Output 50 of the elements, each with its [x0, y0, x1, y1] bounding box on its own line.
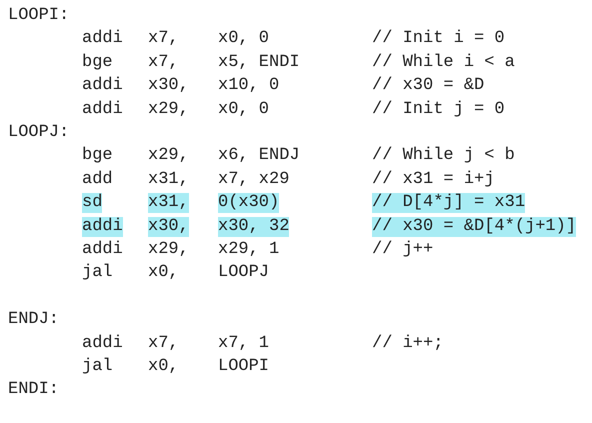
code-comment: // i++;: [372, 334, 444, 354]
register-operand: x0,: [148, 357, 179, 377]
code-label: ENDJ:: [8, 310, 60, 330]
opcode: add: [82, 170, 113, 190]
opcode: addi: [82, 100, 123, 120]
register-operand: x30,: [148, 216, 189, 237]
opcode: jal: [82, 357, 113, 377]
opcode: bge: [82, 146, 113, 166]
code-label: ENDI:: [8, 380, 60, 400]
opcode: addi: [82, 76, 123, 96]
operands: LOOPI: [218, 357, 270, 377]
operands: x30, 32: [218, 216, 290, 237]
opcode: addi: [82, 240, 123, 260]
code-label: LOOPI:: [8, 6, 70, 26]
register-operand: x29,: [148, 100, 189, 120]
operands: x29, 1: [218, 240, 280, 260]
code-comment: // x30 = &D[4*(j+1)]: [372, 216, 576, 237]
operands: x0, 0: [218, 29, 270, 50]
code-comment: // x31 = i+j: [372, 170, 494, 190]
code-comment: // While i < a: [372, 52, 515, 73]
register-operand: x29,: [148, 240, 189, 260]
operands: LOOPJ: [218, 263, 270, 284]
code-comment: // D[4*j] = x31: [372, 193, 526, 214]
opcode: addi: [82, 216, 123, 237]
register-operand: x7,: [148, 29, 179, 50]
register-operand: x31,: [148, 170, 189, 190]
code-comment: // Init i = 0: [372, 29, 505, 50]
operands: x7, x29: [218, 170, 290, 190]
opcode: jal: [82, 263, 113, 284]
register-operand: x30,: [148, 76, 189, 96]
opcode: bge: [82, 52, 113, 73]
register-operand: x7,: [148, 52, 179, 73]
operands: x5, ENDI: [218, 52, 300, 73]
code-comment: // x30 = &D: [372, 76, 484, 96]
operands: x10, 0: [218, 76, 280, 96]
opcode: sd: [82, 193, 102, 214]
register-operand: x7,: [148, 334, 179, 354]
opcode: addi: [82, 29, 123, 50]
register-operand: x0,: [148, 263, 179, 284]
operands: x6, ENDJ: [218, 146, 300, 166]
code-comment: // j++: [372, 240, 434, 260]
operands: 0(x30): [218, 193, 280, 214]
register-operand: x31,: [148, 193, 189, 214]
operands: x7, 1: [218, 334, 270, 354]
code-label: LOOPJ:: [8, 123, 70, 143]
code-comment: // Init j = 0: [372, 100, 505, 120]
register-operand: x29,: [148, 146, 189, 166]
opcode: addi: [82, 334, 123, 354]
code-comment: // While j < b: [372, 146, 515, 166]
operands: x0, 0: [218, 100, 270, 120]
